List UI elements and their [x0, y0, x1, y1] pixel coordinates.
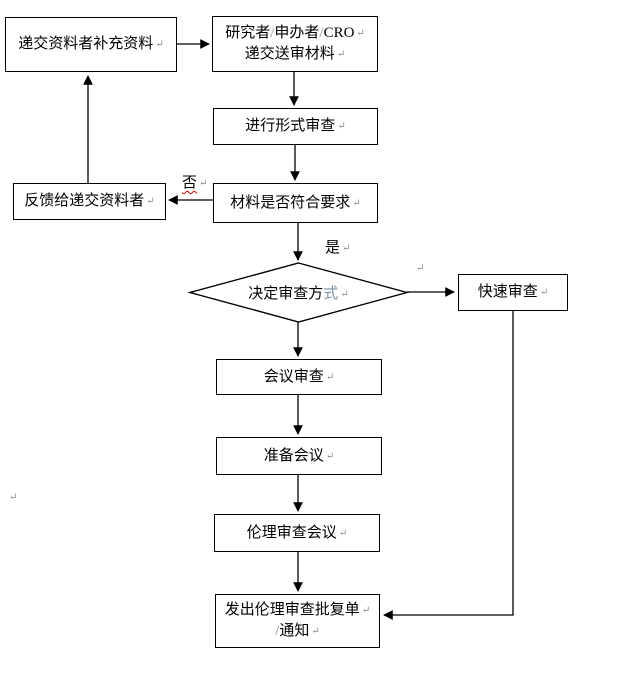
return-mark: ↵	[340, 289, 349, 300]
node-label: 发出伦理审查批复单	[224, 602, 360, 618]
node-label: CRO	[323, 25, 355, 41]
return-mark: ↵	[311, 626, 320, 637]
node-prepare-meeting: 准备会议↵	[216, 437, 382, 475]
return-mark: ↵	[199, 178, 208, 189]
node-meeting-review: 会议审查↵	[216, 359, 382, 395]
edge-label-no: 否↵	[182, 171, 207, 192]
node-label: 材料是否符合要求	[230, 194, 351, 211]
node-label: 准备会议	[263, 447, 324, 464]
return-mark: ↵	[539, 287, 549, 298]
node-label: 通知	[279, 623, 310, 639]
node-label: 会议审查	[263, 368, 324, 385]
return-mark: ↵	[352, 197, 361, 209]
return-mark: ↵	[361, 605, 371, 616]
return-mark: ↵	[342, 243, 351, 254]
edge-label-yes-text: 是	[325, 240, 341, 256]
node-supplement-materials: 递交资料者补充资料↵	[5, 17, 177, 72]
slash-separator: /	[275, 623, 280, 639]
node-feedback-to-submitter: 反馈给递交资料者↵	[13, 183, 166, 220]
slash-separator: /	[319, 25, 324, 41]
return-mark: ↵	[146, 196, 155, 207]
stray-return-mark: ↵	[9, 492, 18, 503]
node-label: 研究者	[225, 25, 271, 41]
node-label: 递交资料者补充资料	[18, 36, 154, 52]
return-mark: ↵	[336, 49, 346, 60]
node-formal-review: 进行形式审查↵	[213, 108, 378, 145]
node-decide-review-method: 决定审查方式↵	[190, 263, 407, 322]
node-quick-review: 快速审查↵	[458, 274, 568, 311]
return-mark: ↵	[325, 371, 335, 383]
node-label: 申办者	[274, 25, 320, 41]
return-mark: ↵	[325, 450, 335, 462]
edge-label-no-text: 否	[182, 175, 198, 191]
return-mark: ↵	[337, 121, 346, 132]
node-label: 递交送审材料	[244, 46, 335, 62]
node-label: 快速审查	[477, 284, 538, 300]
arrow-quick-to-issue	[383, 311, 514, 620]
node-issue-approval-notice: 发出伦理审查批复单↵ /通知↵	[215, 594, 380, 648]
return-mark: ↵	[338, 527, 348, 539]
node-label: 决定审查方	[248, 286, 324, 302]
return-mark: ↵	[356, 28, 365, 39]
node-ethics-review-meeting: 伦理审查会议↵	[214, 514, 380, 552]
edge-label-yes: 是↵	[325, 236, 350, 257]
node-label: 反馈给递交资料者	[24, 193, 145, 209]
stray-return-mark: ↵	[416, 263, 425, 274]
node-label: 进行形式审查	[245, 118, 336, 134]
slash-separator: /	[270, 25, 275, 41]
return-mark: ↵	[155, 39, 164, 50]
node-label-faded: 式	[323, 286, 339, 302]
node-label: 伦理审查会议	[246, 524, 337, 541]
node-materials-meet-requirements: 材料是否符合要求↵	[213, 183, 378, 223]
node-submit-review-materials: 研究者/申办者/CRO↵ 递交送审材料↵	[212, 16, 378, 72]
